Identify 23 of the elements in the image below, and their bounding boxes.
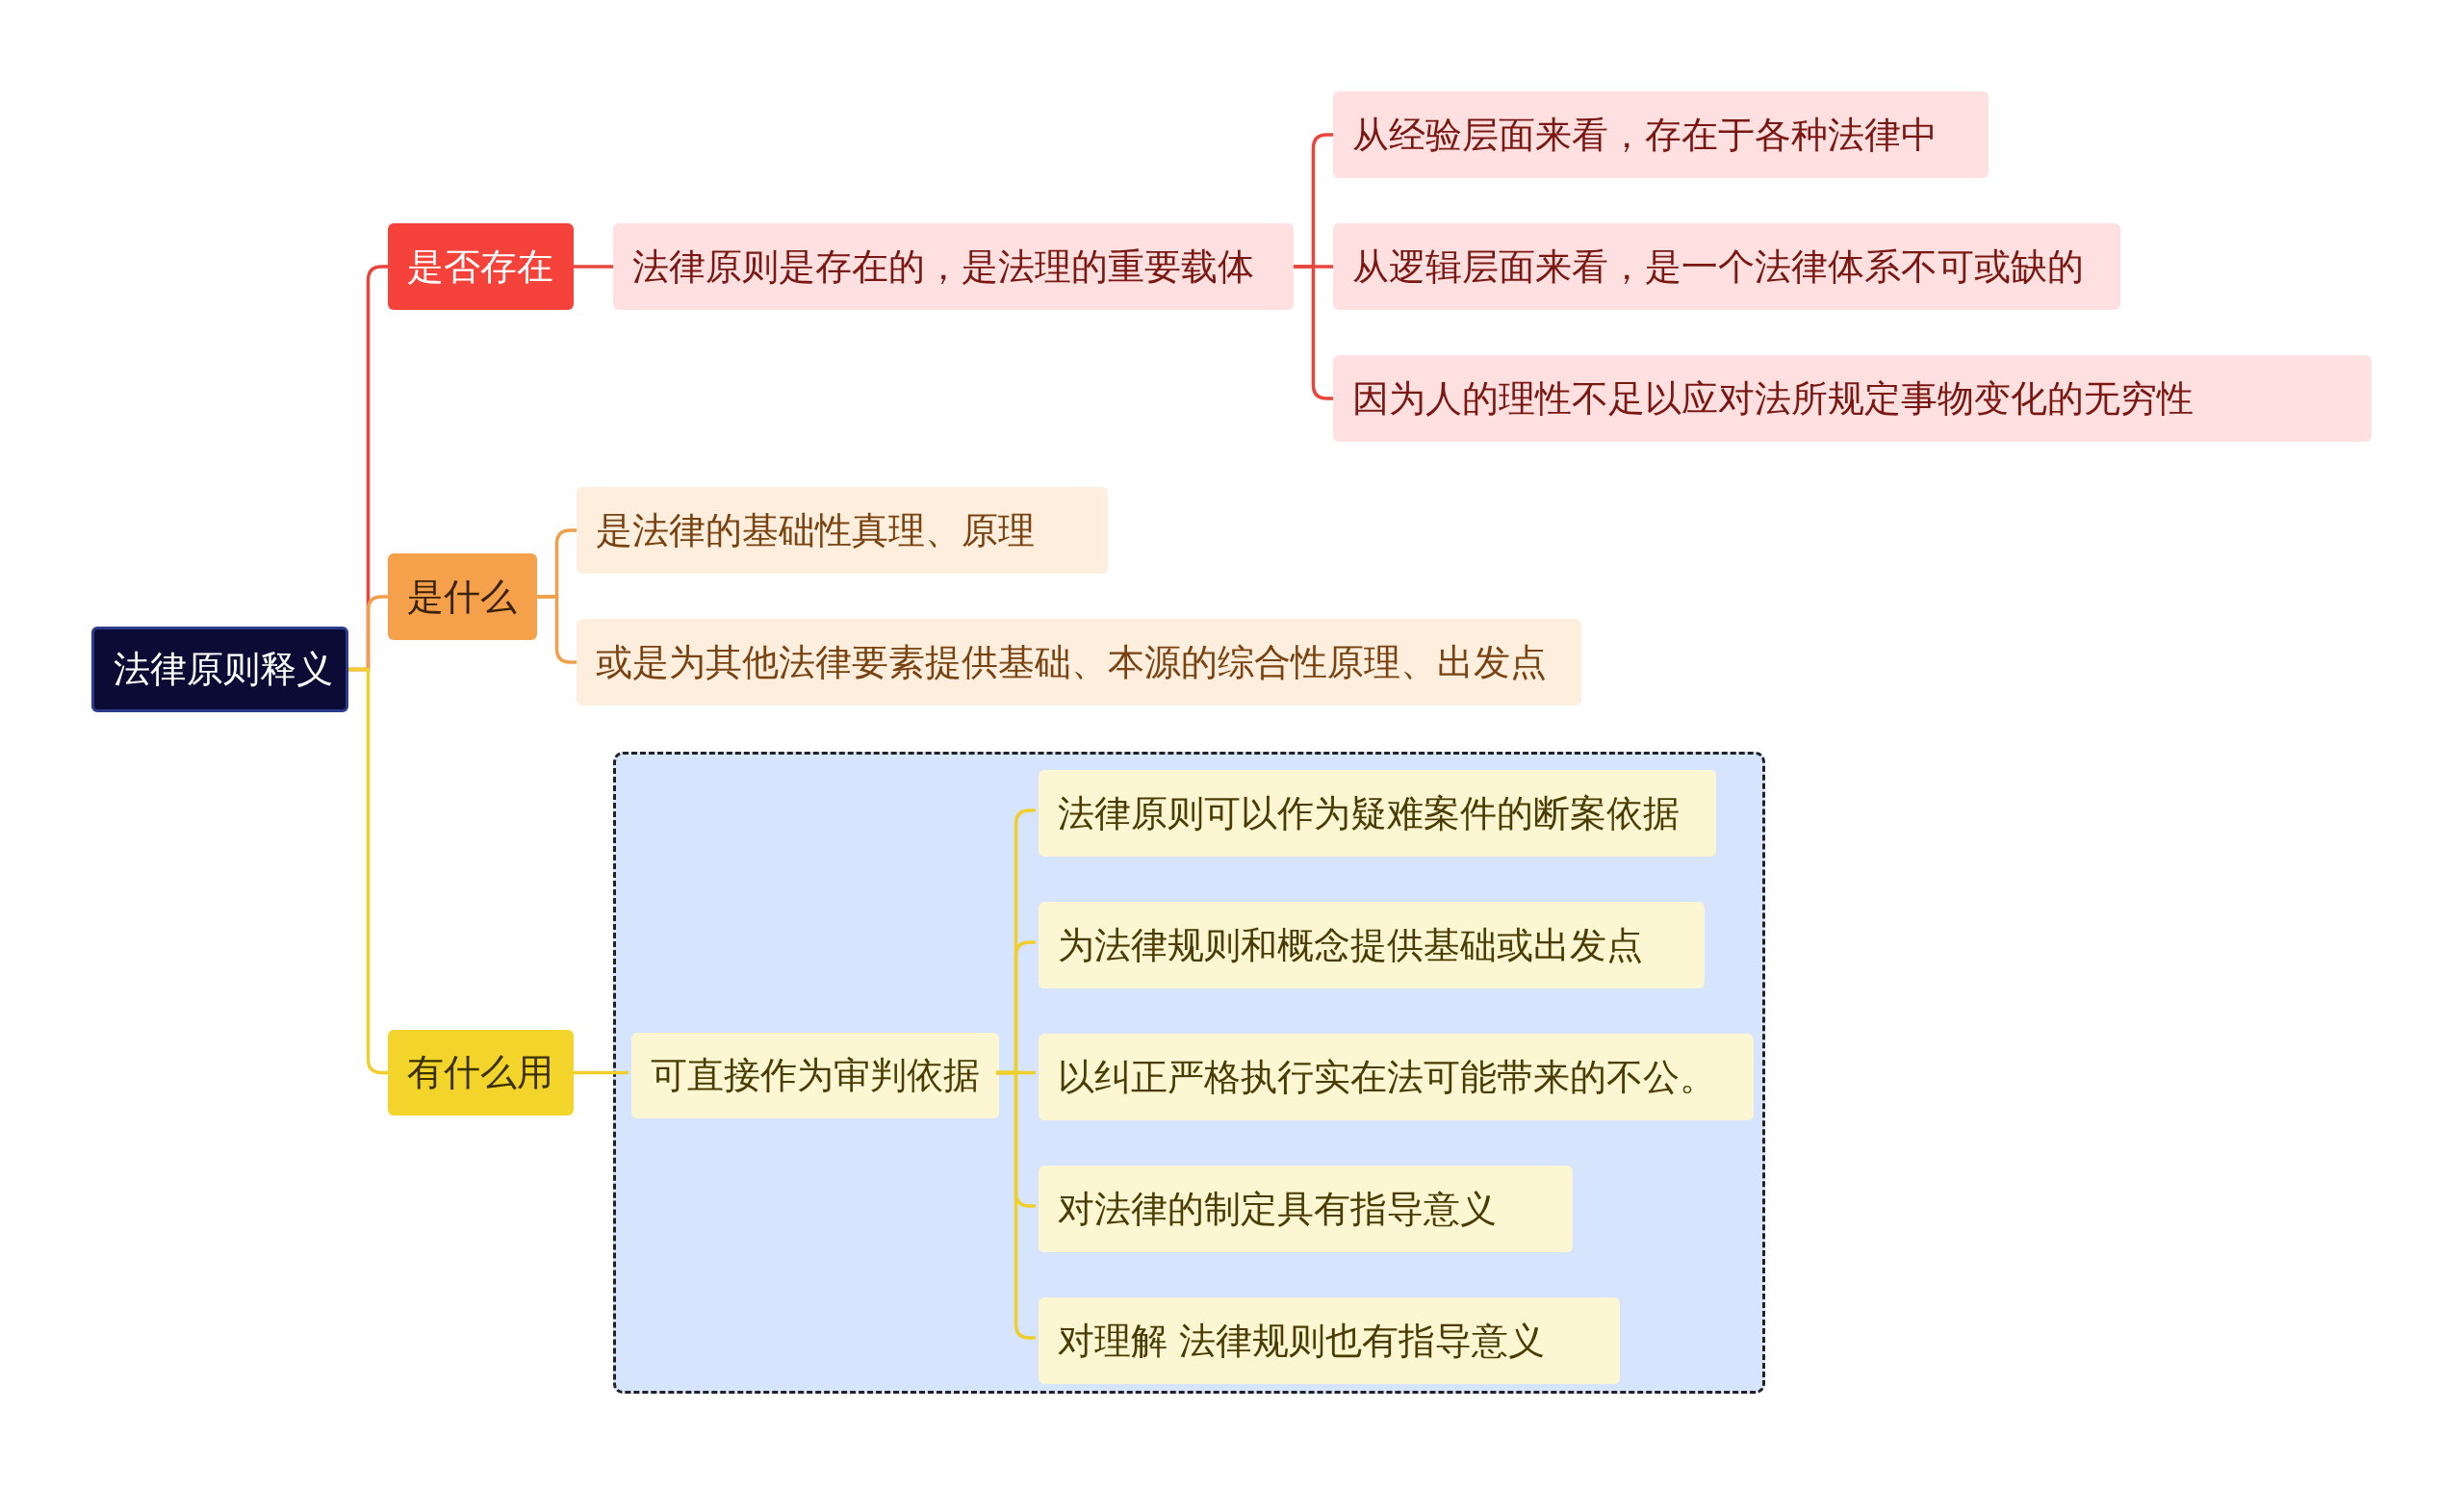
subtopic-box: 从经验层面来看，存在于各种法律中 <box>1333 91 1989 178</box>
connector <box>574 1070 629 1075</box>
subtopic-box: 或是为其他法律要素提供基础、本源的综合性原理、出发点 <box>577 619 1581 706</box>
subtopic-box: 对理解 法律规则也有指导意义 <box>1039 1297 1620 1384</box>
topic-box: 是什么 <box>388 553 537 640</box>
subtopic-box: 从逻辑层面来看，是一个法律体系不可或缺的 <box>1333 223 2120 310</box>
root-topic-box: 法律原则释义 <box>91 627 348 712</box>
subtopic-box: 因为人的理性不足以应对法所规定事物变化的无穷性 <box>1333 355 2372 442</box>
subtopic-box: 法律原则是存在的，是法理的重要载体 <box>613 223 1294 310</box>
connector <box>996 1070 1036 1340</box>
subtopic-box: 可直接作为审判依据 <box>631 1033 999 1118</box>
connector <box>348 667 388 1075</box>
subtopic-box: 是法律的基础性真理、原理 <box>577 487 1108 574</box>
connector <box>574 265 613 269</box>
topic-box: 有什么用 <box>388 1030 574 1116</box>
topic-box: 是否存在 <box>388 223 574 310</box>
subtopic-box: 以纠正严格执行实在法可能带来的不公。 <box>1039 1034 1754 1120</box>
connector <box>537 595 577 664</box>
subtopic-box: 为法律规则和概念提供基础或出发点 <box>1039 902 1705 988</box>
subtopic-box: 对法律的制定具有指导意义 <box>1039 1166 1573 1252</box>
subtopic-box: 法律原则可以作为疑难案件的断案依据 <box>1039 770 1716 857</box>
group-frame <box>613 752 1765 1394</box>
connector <box>1294 265 1333 400</box>
